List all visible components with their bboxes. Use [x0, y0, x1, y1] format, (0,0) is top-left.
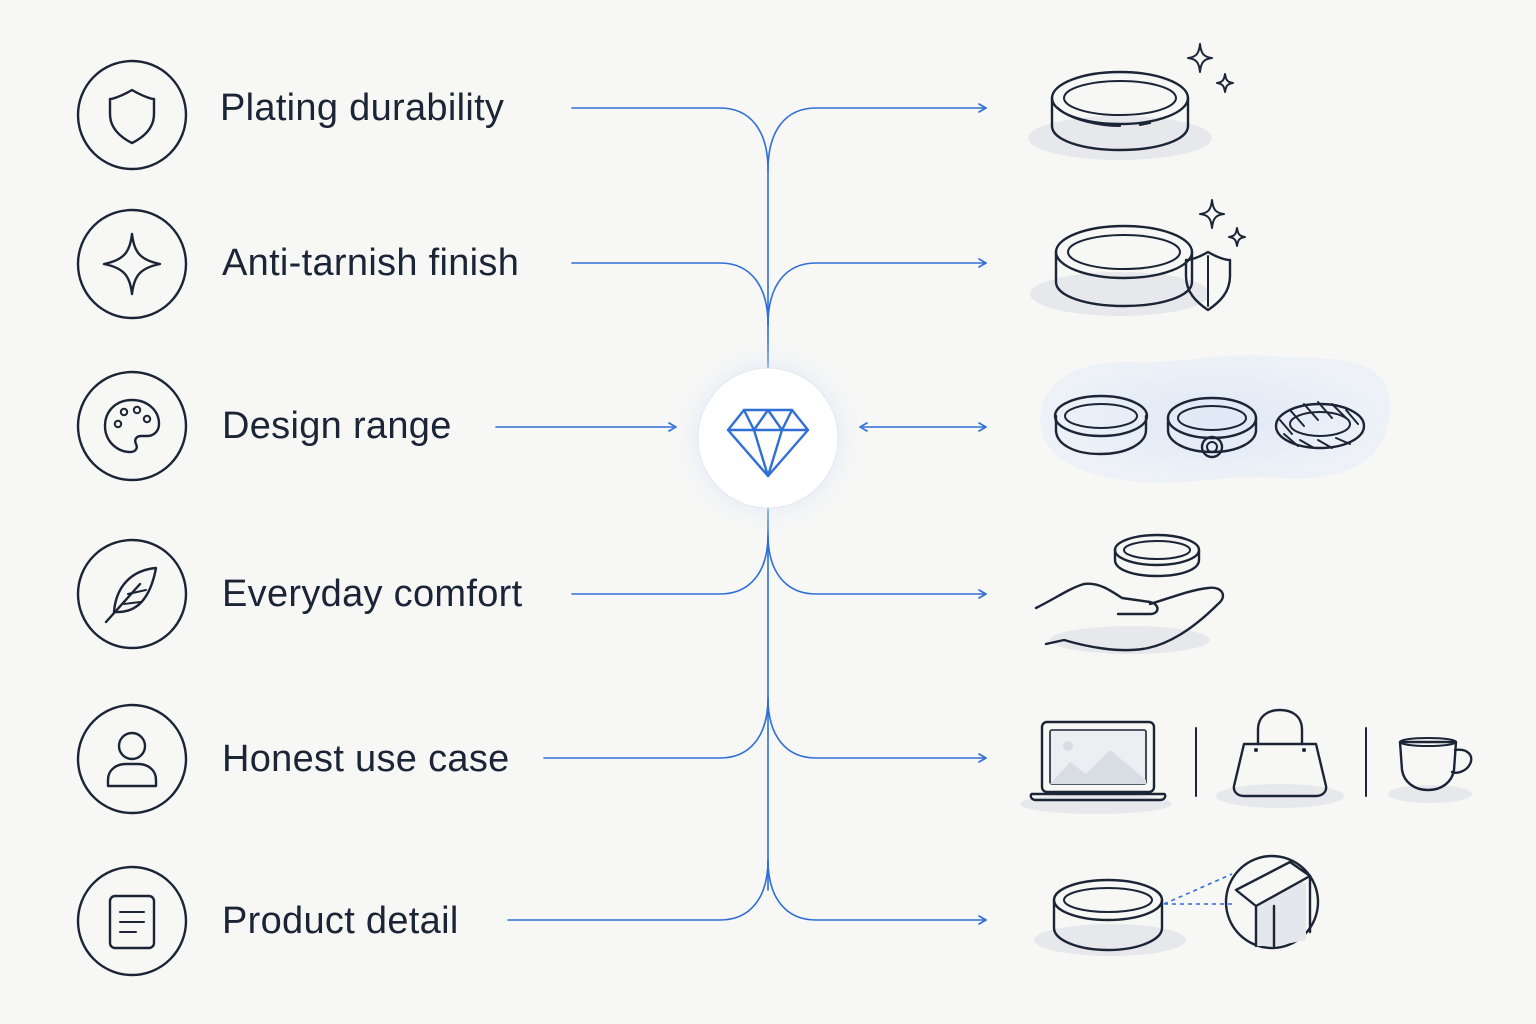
feature-row-honest-use-case: Honest use case — [76, 703, 510, 815]
ring-with-shield-illustration — [1030, 199, 1246, 316]
shield-icon — [108, 88, 156, 145]
cup-icon — [1388, 737, 1473, 803]
document-icon — [108, 894, 156, 950]
palette-icon — [103, 398, 161, 454]
person-icon — [106, 731, 158, 788]
ring-over-hand-illustration — [1034, 533, 1225, 654]
feature-list: Plating durability Anti-tarnish finish D… — [76, 59, 523, 977]
sparkle-icon — [102, 232, 162, 296]
connector-left-2 — [571, 262, 769, 326]
connector-right-1 — [767, 103, 987, 171]
feature-label: Product detail — [222, 900, 459, 942]
feather-icon — [104, 566, 158, 624]
floating-ring — [1113, 533, 1201, 578]
icon-circle — [76, 865, 188, 977]
feature-row-product-detail: Product detail — [76, 865, 459, 977]
sparkle-icon — [1199, 199, 1225, 229]
zoom-circle — [1224, 854, 1320, 950]
three-ring-styles-illustration — [1040, 355, 1391, 483]
icon-circle — [76, 208, 188, 320]
connector-left-5 — [543, 697, 769, 759]
shield-icon — [1184, 250, 1232, 312]
feature-label: Honest use case — [222, 738, 510, 780]
connector-right-5 — [767, 697, 987, 763]
twisted-ring — [1274, 401, 1366, 450]
feature-row-everyday-comfort: Everyday comfort — [76, 538, 523, 650]
sparkle-icon — [1228, 227, 1246, 247]
feature-label: Plating durability — [220, 87, 504, 129]
icon-circle — [76, 370, 188, 482]
icon-circle — [76, 538, 188, 650]
connector-right-2 — [767, 258, 987, 326]
plain-ring — [1053, 394, 1149, 456]
laptop-icon — [1020, 720, 1172, 814]
ring-edge-detail — [1234, 860, 1312, 948]
connector-left-1 — [571, 107, 769, 171]
feature-label: Anti-tarnish finish — [222, 242, 519, 284]
feature-row-plating-durability: Plating durability — [76, 59, 504, 171]
diamond-icon — [726, 408, 810, 478]
connector-right-4 — [767, 534, 987, 599]
feature-row-anti-tarnish: Anti-tarnish finish — [76, 208, 519, 320]
connector-network — [495, 103, 987, 925]
feature-label: Design range — [222, 405, 452, 447]
hub — [668, 338, 868, 538]
hub-circle — [697, 367, 839, 509]
icon-circle — [76, 703, 188, 815]
feature-label: Everyday comfort — [222, 573, 523, 615]
sparkle-icon — [1216, 73, 1234, 93]
connector-left-6 — [507, 859, 769, 921]
laptop-bag-cup-illustration — [1020, 708, 1473, 814]
hand-icon — [1034, 582, 1225, 652]
connector-left-4 — [571, 534, 769, 595]
sparkle-icon — [1187, 43, 1213, 73]
ring-with-sparkles-illustration — [1028, 43, 1234, 160]
ring-edge-zoom-illustration — [1034, 854, 1320, 956]
feature-row-design-range: Design range — [76, 370, 452, 482]
icon-circle — [76, 59, 188, 171]
bag-icon — [1216, 708, 1344, 808]
connector-right-6 — [767, 859, 987, 925]
solitaire-ring — [1166, 396, 1258, 459]
